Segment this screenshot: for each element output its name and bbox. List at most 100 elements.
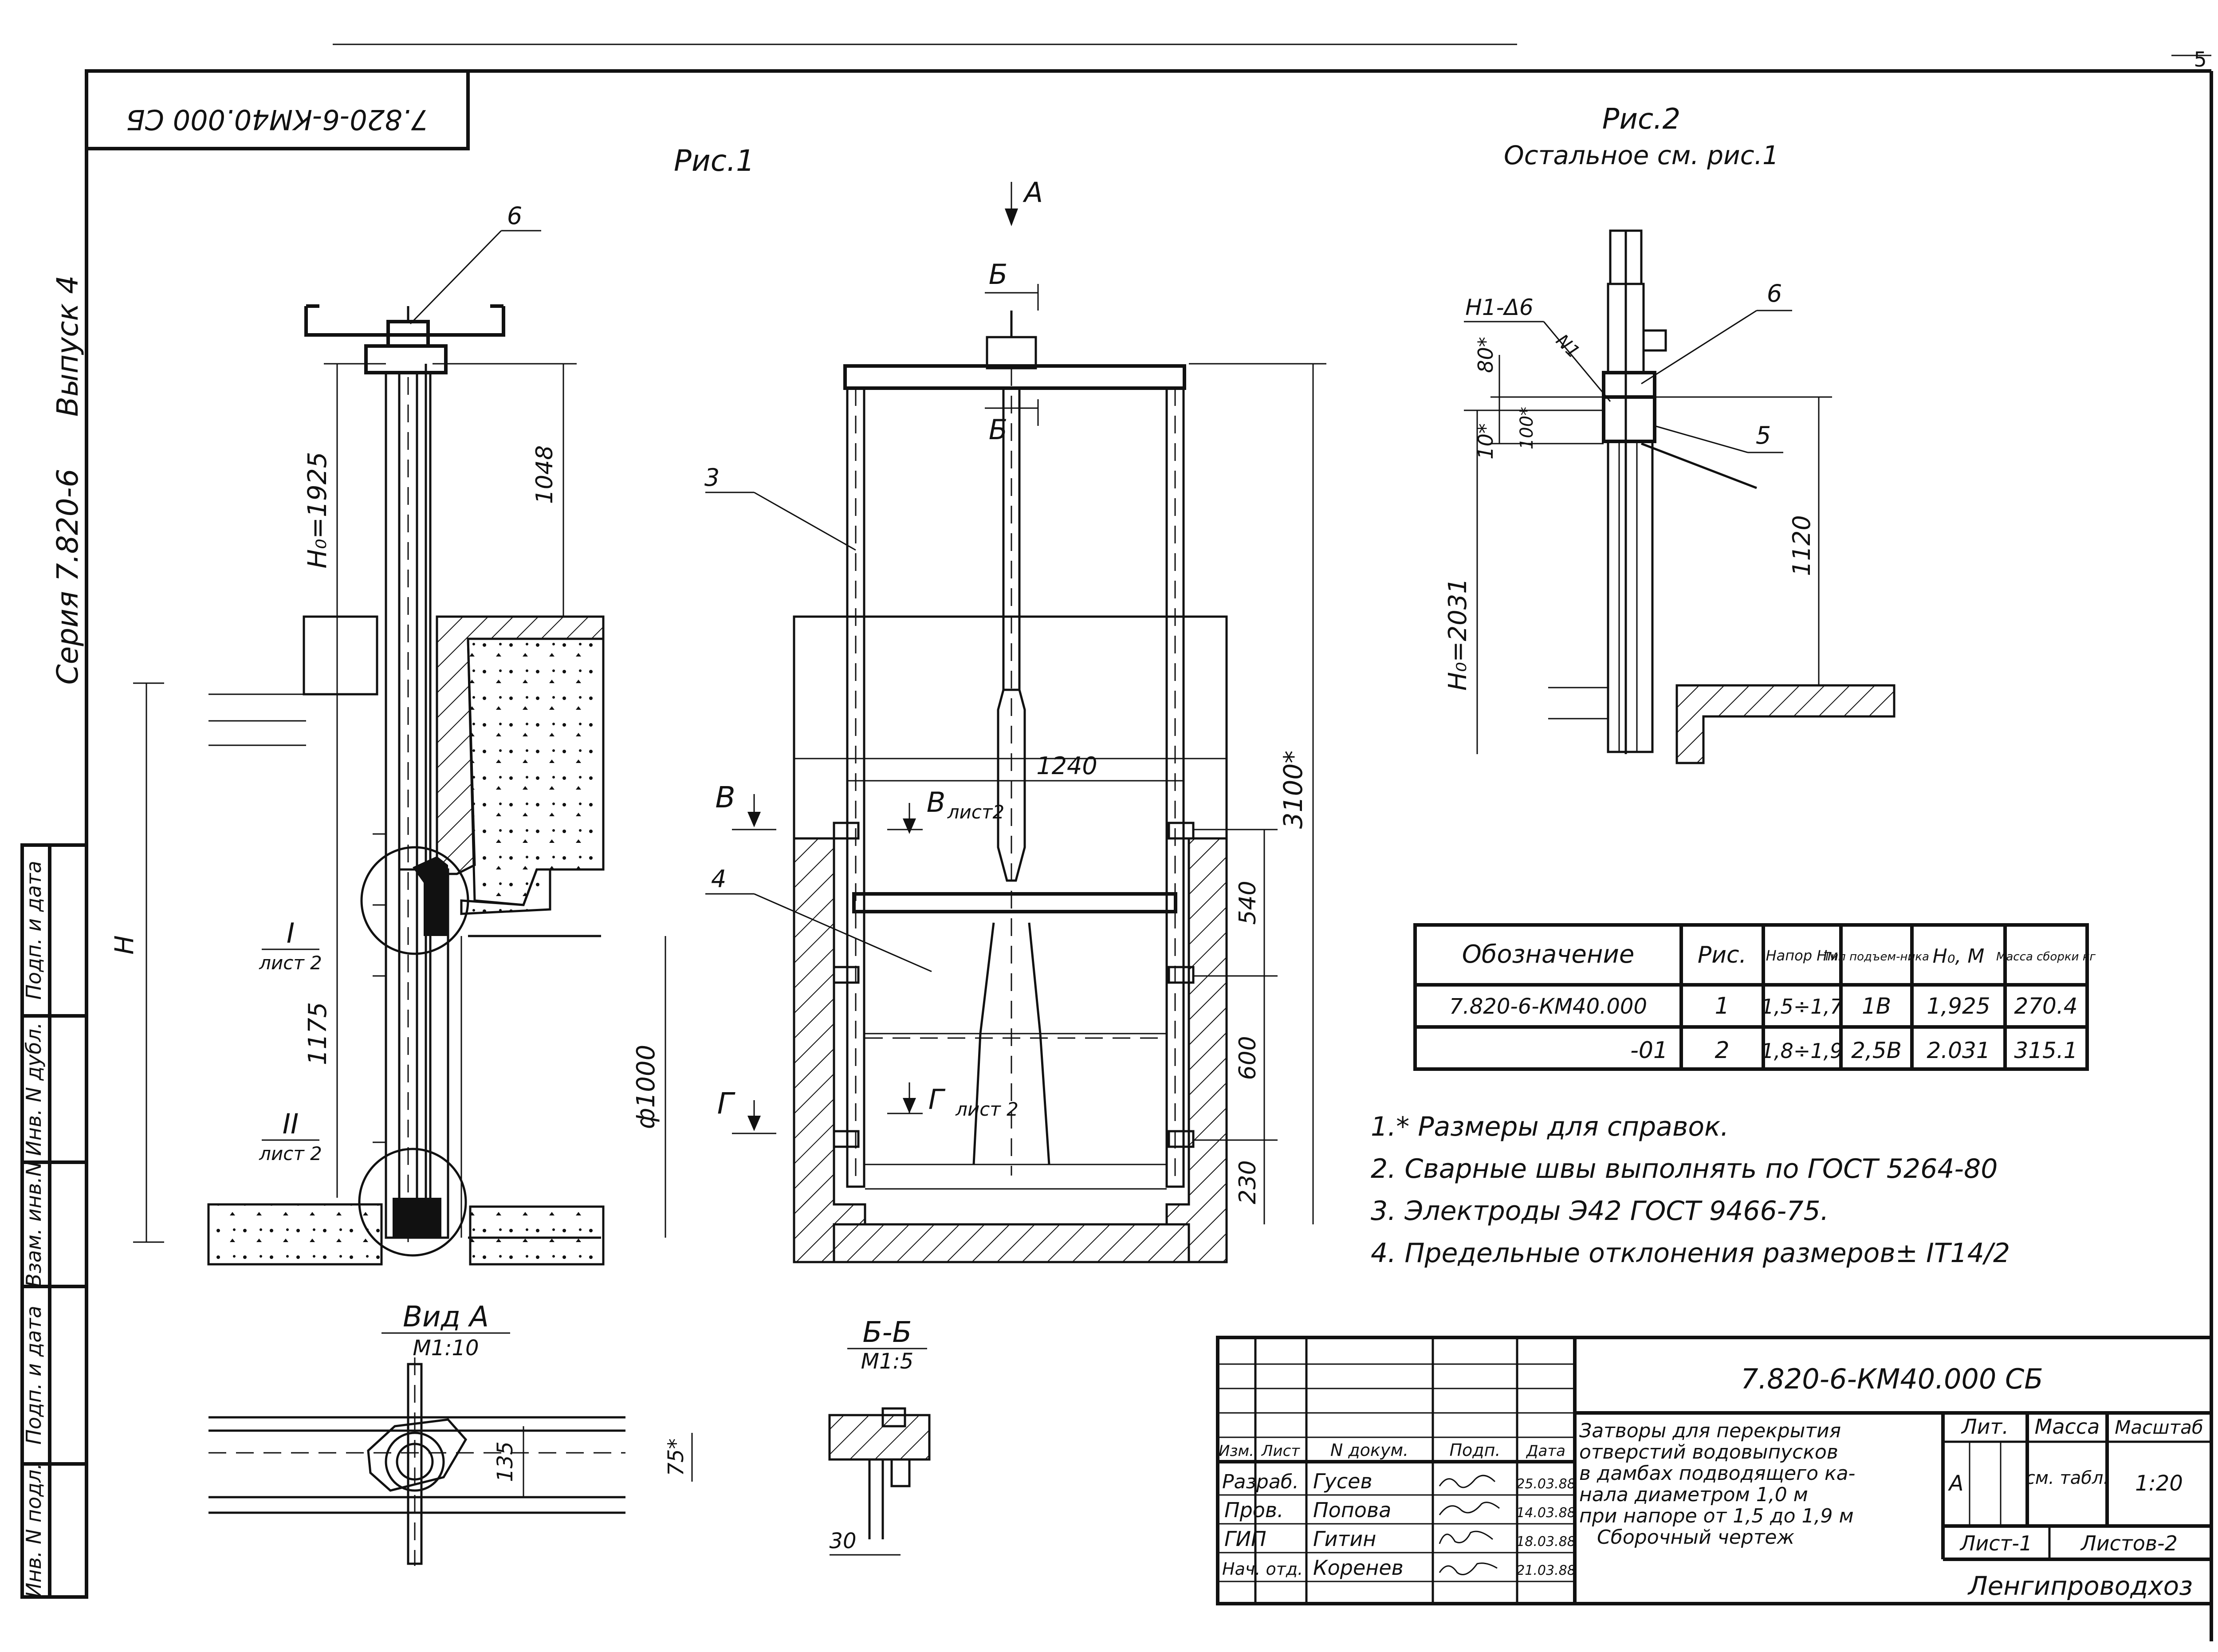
stamp-replace-inv: Взам. инв.N [22,1161,46,1287]
view-a-scale: М1:10 [413,1336,479,1361]
dim-dia: ф1000 [632,1045,661,1129]
fig2-h1-label: H1-Δ6 [1465,295,1533,320]
dim-H: H [109,935,139,955]
fig2-callout-5: 5 [1756,421,1771,449]
sheet-number: 5 [2194,47,2206,71]
tb-scale-label: Масштаб [2115,1416,2203,1438]
notes: 1.* Размеры для справок. 2. Сварные швы … [1371,1111,2010,1269]
fig2-dim-80: 80* [1474,337,1498,373]
dim-1240: 1240 [1036,752,1097,780]
view-a-dim-75: 75* [664,1438,688,1476]
tb-mass-label: Масса [2035,1415,2100,1439]
dim-h0: H₀=1925 [302,452,332,568]
tb-lit-label: Лит. [1961,1415,2009,1439]
stamp-dup-inv: Инв. N дубл. [22,1022,46,1156]
params-table: Обозначение Рис. Напор Нм Тип подъем-ник… [1413,923,2096,1071]
table-r2-head: 1,8÷1,9 [1761,1039,1843,1063]
tb-sheet: Лист-1 [1959,1531,2032,1555]
section-bb-scale: М1:5 [861,1349,914,1374]
fig2-dim-1120: 1120 [1788,515,1816,576]
tb-date-4: 21.03.88 [1516,1563,1576,1578]
note-1: 1.* Размеры для справок. [1371,1111,1729,1142]
section-V-left: В [715,780,735,814]
table-header-head: Напор Нм [1766,947,1838,964]
table-r1-h0: 1,925 [1927,993,1990,1019]
stamp-orig-inv: Инв. N подл. [22,1463,46,1598]
node-II-sheet: лист 2 [259,1143,322,1164]
fig2-dim-100: 100* [1517,407,1537,449]
series-label: Серия 7.820-6 [51,469,85,685]
tb-date-3: 18.03.88 [1516,1534,1576,1550]
note-3: 3. Электроды Э42 ГОСТ 9466-75. [1371,1196,1829,1227]
rotated-code: 7.820-6-КМ40.000 СБ [126,103,429,136]
tb-role-1: Разраб. [1222,1471,1299,1493]
section-V-sheet: лист2 [947,801,1004,823]
fig2-title: Рис.2 [1602,103,1680,136]
issue-label: Выпуск 4 [51,275,85,417]
tb-name-2: Попова [1313,1498,1391,1522]
tb-date-2: 14.03.88 [1516,1505,1576,1521]
section-V-label: В [927,786,946,818]
tb-role-3: ГИП [1224,1527,1266,1551]
tb-name-line-5: при напоре от 1,5 до 1,9 м [1579,1505,1854,1527]
table-r1-lifter: 1В [1862,993,1891,1019]
tb-scale-value: 1:20 [2135,1471,2183,1496]
note-2: 2. Сварные швы выполнять по ГОСТ 5264-80 [1371,1153,1998,1184]
fig2-callout-6: 6 [1767,279,1782,307]
tb-col-list: Лист [1261,1442,1300,1460]
table-r2-mass: 315.1 [2014,1038,2077,1063]
tb-col-izm: Изм. [1219,1442,1254,1460]
table-header-designation: Обозначение [1462,940,1635,969]
node-II-label: II [283,1108,299,1140]
tb-sheets: Листов-2 [2080,1531,2178,1555]
tb-mass-value: см. табл. [2025,1468,2109,1488]
dim-540: 540 [1235,881,1261,924]
section-G-left: Г [717,1086,736,1121]
tb-col-sign: Подп. [1449,1440,1500,1460]
callout-4: 4 [711,865,726,893]
tb-name-1: Гусев [1313,1469,1372,1493]
fig2-subtitle: Остальное см. рис.1 [1504,140,1779,170]
tb-col-doc: N докум. [1330,1440,1408,1460]
table-header-mass: Масса сборки кг [1996,950,2096,964]
tb-code: 7.820-6-КМ40.000 СБ [1741,1363,2043,1395]
table-r1-designation: 7.820-6-КМ40.000 [1449,994,1647,1019]
fig1-side-section: Рис.1 [109,144,755,1266]
section-bb: Б-Б М1:5 30 [828,1316,931,1556]
tb-name-3: Гитин [1313,1527,1376,1551]
tb-name-4: Коренев [1313,1556,1404,1580]
tb-date-1: 25.03.88 [1516,1476,1576,1492]
callout-6: 6 [507,202,522,230]
table-header-h0: Н₀, М [1933,945,1985,968]
section-bb-dim-30: 30 [829,1529,856,1554]
table-r1-head: 1,5÷1,7 [1761,995,1843,1019]
dim-600: 600 [1235,1036,1261,1080]
tb-name-line-1: Затворы для перекрытия [1579,1420,1841,1442]
view-arrow-A: А [1022,176,1043,208]
table-r2-lifter: 2,5В [1851,1038,1902,1063]
tb-name-line-4: нала диаметром 1,0 м [1579,1483,1808,1506]
section-G-label: Г [928,1083,946,1116]
dim-1175: 1175 [303,1002,332,1066]
tb-col-date: Дата [1526,1442,1565,1460]
section-bb-title: Б-Б [863,1316,912,1349]
node-I-sheet: лист 2 [259,952,322,974]
tb-name-line-3: в дамбах подводящего ка- [1579,1462,1855,1485]
fig2-detail: Рис.2 Остальное см. рис.1 H₀=2031 80* 10… [1443,103,1896,764]
table-header-lifter: Тип подъем-ника [1824,950,1929,964]
view-a-title: Вид А [403,1301,489,1333]
dim-230: 230 [1235,1160,1261,1204]
fig2-dim-h0: H₀=2031 [1443,578,1472,691]
tb-role-2: Пров. [1224,1498,1284,1522]
fig2-n1-label: N1 [1552,330,1584,362]
dim-3100: 3100* [1278,751,1308,829]
fig1-front-view: А Б Б [704,176,1326,1263]
tb-lit-value: А [1948,1471,1964,1496]
table-r1-fig: 1 [1715,993,1729,1019]
section-G-sheet: лист 2 [955,1098,1019,1120]
title-block: Изм. Лист N докум. Подп. Дата Разраб. Гу… [1216,1336,2213,1605]
fig2-dim-10: 10* [1474,423,1498,460]
stamp-sign-date-2: Подп. и дата [22,1306,46,1444]
section-B-bottom: Б [989,413,1008,446]
